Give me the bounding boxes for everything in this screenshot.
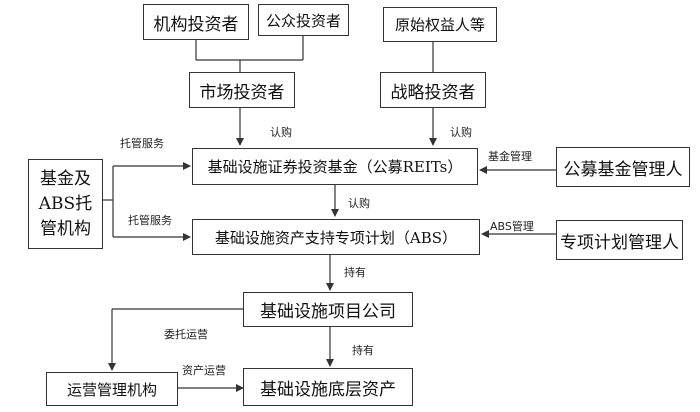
label-subscribe-1: 认购 bbox=[270, 126, 292, 139]
custodian-line-2: ABS托 bbox=[38, 193, 93, 214]
label-abs-management: ABS管理 bbox=[490, 220, 534, 233]
reits-fund-box: 基础设施证券投资基金（公募REITs） bbox=[192, 148, 478, 185]
operations-agency-box: 运营管理机构 bbox=[46, 372, 178, 406]
label-fund-management: 基金管理 bbox=[488, 150, 532, 163]
custodian-box: 基金及 ABS托 管机构 bbox=[28, 159, 103, 249]
plan-manager-box: 专项计划管理人 bbox=[556, 220, 683, 260]
original-equity-holders-box: 原始权益人等 bbox=[383, 7, 497, 42]
custodian-line-1: 基金及 bbox=[40, 168, 91, 189]
label-hold-1: 持有 bbox=[344, 266, 366, 279]
label-subscribe-3: 认购 bbox=[348, 197, 370, 210]
strategic-investors-box: 战略投资者 bbox=[380, 72, 486, 108]
label-custody-service-2: 托管服务 bbox=[128, 214, 172, 227]
institutional-investors-box: 机构投资者 bbox=[143, 4, 249, 40]
custodian-line-3: 管机构 bbox=[40, 218, 91, 239]
abs-plan-box: 基础设施资产支持专项计划（ABS） bbox=[192, 219, 480, 255]
label-custody-service-1: 托管服务 bbox=[120, 137, 164, 150]
label-entrusted-operation: 委托运营 bbox=[164, 328, 208, 341]
public-investors-box: 公众投资者 bbox=[258, 4, 349, 36]
label-asset-operation: 资产运营 bbox=[182, 364, 226, 377]
market-investors-box: 市场投资者 bbox=[189, 72, 295, 108]
label-subscribe-2: 认购 bbox=[450, 126, 472, 139]
project-company-box: 基础设施项目公司 bbox=[243, 292, 413, 327]
label-hold-2: 持有 bbox=[352, 344, 374, 357]
public-fund-manager-box: 公募基金管理人 bbox=[556, 147, 690, 187]
underlying-assets-box: 基础设施底层资产 bbox=[243, 368, 413, 406]
